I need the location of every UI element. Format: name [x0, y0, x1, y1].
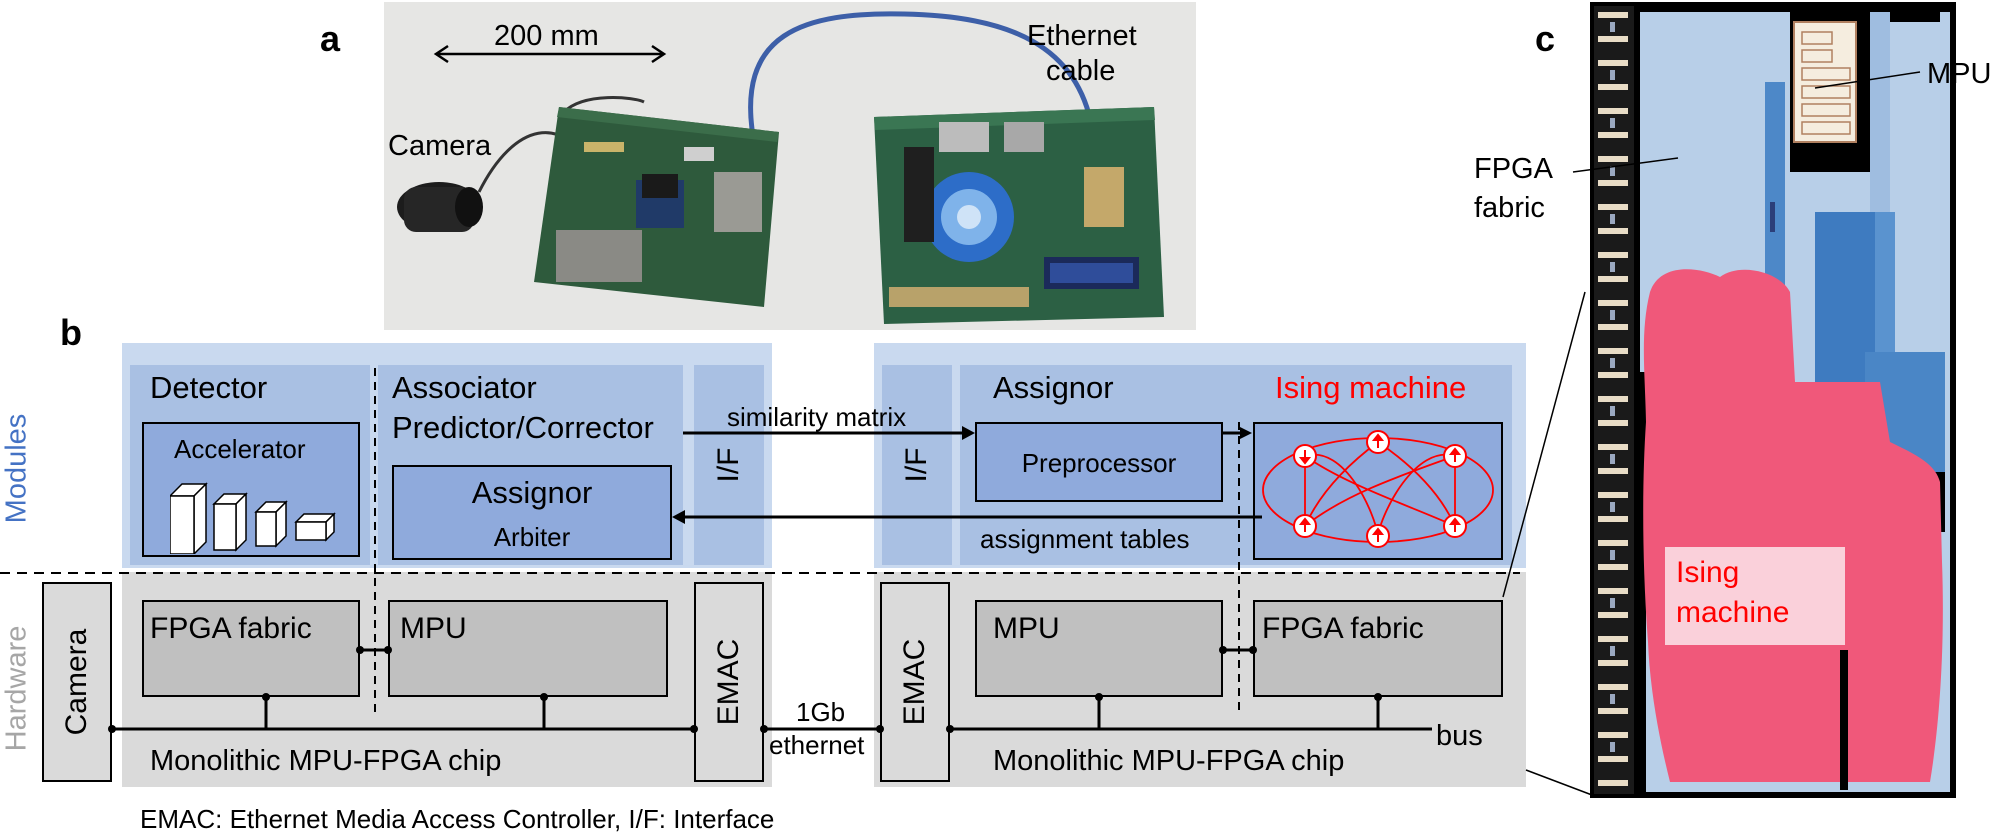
left-chip-label: Monolithic MPU-FPGA chip — [150, 745, 502, 777]
right-interface-module — [882, 365, 952, 565]
left-interface-module — [694, 365, 764, 565]
detector-label: Detector — [150, 370, 268, 405]
right-mpu-label: MPU — [993, 612, 1060, 645]
layout-fpga-label-line2: fabric — [1474, 192, 1545, 224]
scale-bar-label: 200 mm — [494, 20, 599, 52]
camera-box — [42, 582, 112, 782]
right-emac-box — [880, 582, 950, 782]
abbreviation-footnote: EMAC: Ethernet Media Access Controller, … — [140, 804, 775, 834]
left-fpga-board — [534, 107, 779, 307]
arbiter-label: Arbiter — [493, 522, 571, 552]
left-mpu-label: MPU — [400, 612, 467, 645]
bus-label: bus — [1436, 720, 1483, 752]
floorplan-graphic — [1594, 6, 1950, 794]
ising-machine-box — [1253, 422, 1503, 560]
left-fpga-label: FPGA fabric — [150, 612, 312, 645]
ethernet-cable-label-line1: Ethernet — [1027, 20, 1137, 52]
ethernet-link-label-line2: ethernet — [769, 730, 865, 760]
layout-mpu-label: MPU — [1927, 58, 1992, 90]
associator-label: Associator — [392, 370, 537, 405]
similarity-matrix-label: similarity matrix — [727, 402, 907, 432]
ethernet-link-label-line1: 1Gb — [796, 697, 846, 727]
right-chip-label: Monolithic MPU-FPGA chip — [993, 745, 1345, 777]
hardware-photo: 200 mm Camera Ethernet cable — [384, 2, 1196, 330]
assignment-tables-label: assignment tables — [980, 524, 1190, 554]
device-layout-view: Ising machine — [1590, 2, 1956, 798]
left-mpu-box — [388, 600, 668, 697]
right-fpga-box — [1253, 600, 1503, 697]
panel-label-c: c — [1535, 18, 1556, 59]
layout-ising-label-line2: machine — [1676, 596, 1790, 629]
left-emac-box — [694, 582, 764, 782]
panel-label-b: b — [60, 312, 82, 353]
camera-label: Camera — [388, 130, 492, 162]
left-fpga-box — [142, 600, 360, 697]
preprocessor-label: Preprocessor — [1021, 448, 1177, 478]
left-assignor-label: Assignor — [471, 475, 593, 510]
right-fpga-label: FPGA fabric — [1262, 612, 1424, 645]
left-assignor-box: Assignor Arbiter — [392, 465, 672, 560]
layout-ising-label-line1: Ising — [1676, 556, 1740, 589]
ising-machine-title: Ising machine — [1275, 370, 1467, 405]
accelerator-box: Accelerator — [142, 422, 360, 557]
right-fpga-board — [874, 107, 1164, 324]
layout-fpga-label-line1: FPGA — [1474, 153, 1553, 185]
spin-network-icon — [1262, 430, 1494, 548]
panel-label-a: a — [320, 18, 341, 59]
predictor-corrector-label: Predictor/Corrector — [392, 410, 654, 445]
ethernet-cable-label-line2: cable — [1046, 55, 1116, 87]
neural-layers-icon — [170, 482, 336, 554]
accelerator-label: Accelerator — [174, 434, 306, 464]
right-assignor-label: Assignor — [993, 370, 1114, 405]
preprocessor-box: Preprocessor — [975, 422, 1223, 502]
camera-device — [397, 182, 483, 232]
scale-bar — [433, 44, 667, 64]
photo-illustration — [397, 11, 1164, 324]
